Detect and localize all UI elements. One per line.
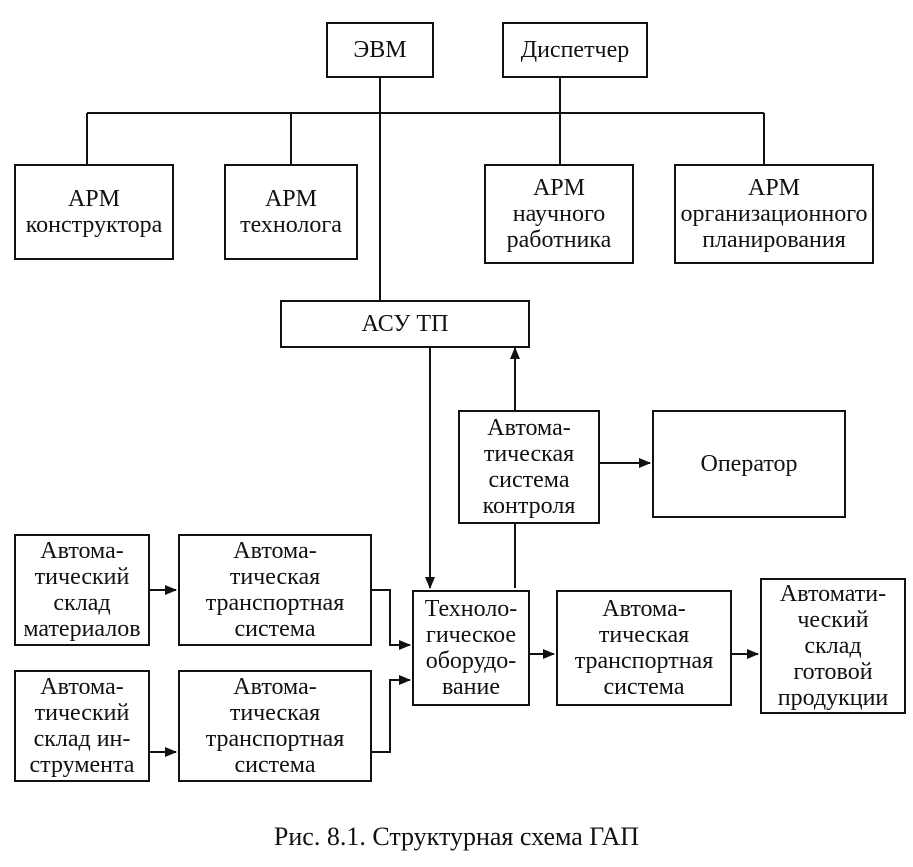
node-arm-scientist: АРМ научного работника — [484, 164, 634, 264]
node-dispatcher: Диспетчер — [502, 22, 648, 78]
node-auto-control: Автома- тическая система контроля — [458, 410, 600, 524]
node-warehouse-products: Автомати- ческий склад готовой продукции — [760, 578, 906, 714]
node-arm-technologist: АРМ технолога — [224, 164, 358, 260]
arrow-transport1-to-equipment — [372, 589, 411, 650]
node-tech-equipment: Техноло- гическое оборудо- вание — [412, 590, 530, 706]
node-operator: Оператор — [652, 410, 846, 518]
figure-caption: Рис. 8.1. Структурная схема ГАП — [273, 822, 640, 851]
node-warehouse-materials: Автома- тический склад материалов — [14, 534, 150, 646]
node-transport-2: Автома- тическая транспортная система — [178, 670, 372, 782]
node-arm-planning: АРМ организационного планирования — [674, 164, 874, 264]
arrow-transport2-to-equipment — [372, 675, 411, 753]
node-arm-designer: АРМ конструктора — [14, 164, 174, 260]
node-warehouse-tools: Автома- тический склад ин- струмента — [14, 670, 150, 782]
node-transport-1: Автома- тическая транспортная система — [178, 534, 372, 646]
node-asu-tp: АСУ ТП — [280, 300, 530, 348]
node-transport-3: Автома- тическая транспортная система — [556, 590, 732, 706]
node-evm: ЭВМ — [326, 22, 434, 78]
